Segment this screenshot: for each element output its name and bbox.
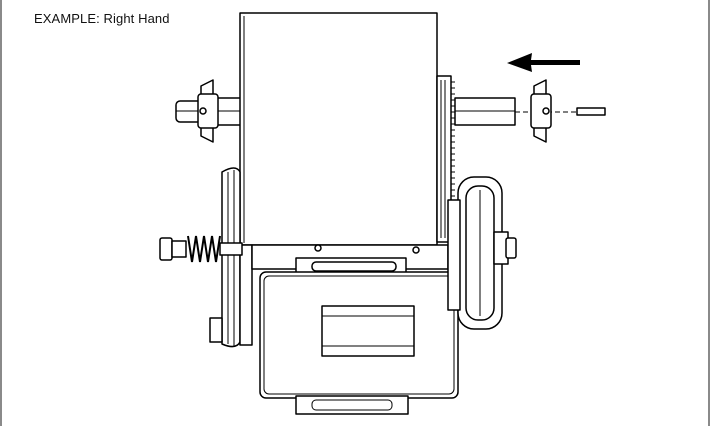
right-shaft-assembly	[454, 79, 606, 143]
right-setscrew	[542, 107, 550, 115]
left-spring-cap	[171, 240, 187, 258]
left-pulley-bolt	[209, 317, 223, 343]
left-spring-rod	[219, 242, 243, 256]
arrow-left-icon	[507, 53, 580, 72]
right-pulley	[447, 176, 517, 330]
upper-gear-housing	[239, 12, 438, 246]
left-spring-coil	[187, 235, 221, 263]
left-spring-assembly	[159, 235, 243, 263]
left-shaft-assembly	[175, 79, 243, 143]
figure-caption: EXAMPLE: Right Hand	[34, 11, 170, 26]
left-pulley	[209, 167, 253, 348]
left-pulley-disc	[221, 167, 241, 348]
left-setscrew	[199, 107, 207, 115]
shaft-key	[576, 107, 606, 116]
left-side-plate	[239, 244, 253, 346]
center-frame	[251, 244, 449, 275]
right-pulley-nut	[505, 237, 517, 259]
left-spring-nut	[159, 237, 173, 261]
motor-junction-box	[321, 305, 415, 357]
right-side-plate	[447, 199, 461, 311]
motor-foot	[295, 395, 409, 415]
motor	[259, 271, 459, 415]
